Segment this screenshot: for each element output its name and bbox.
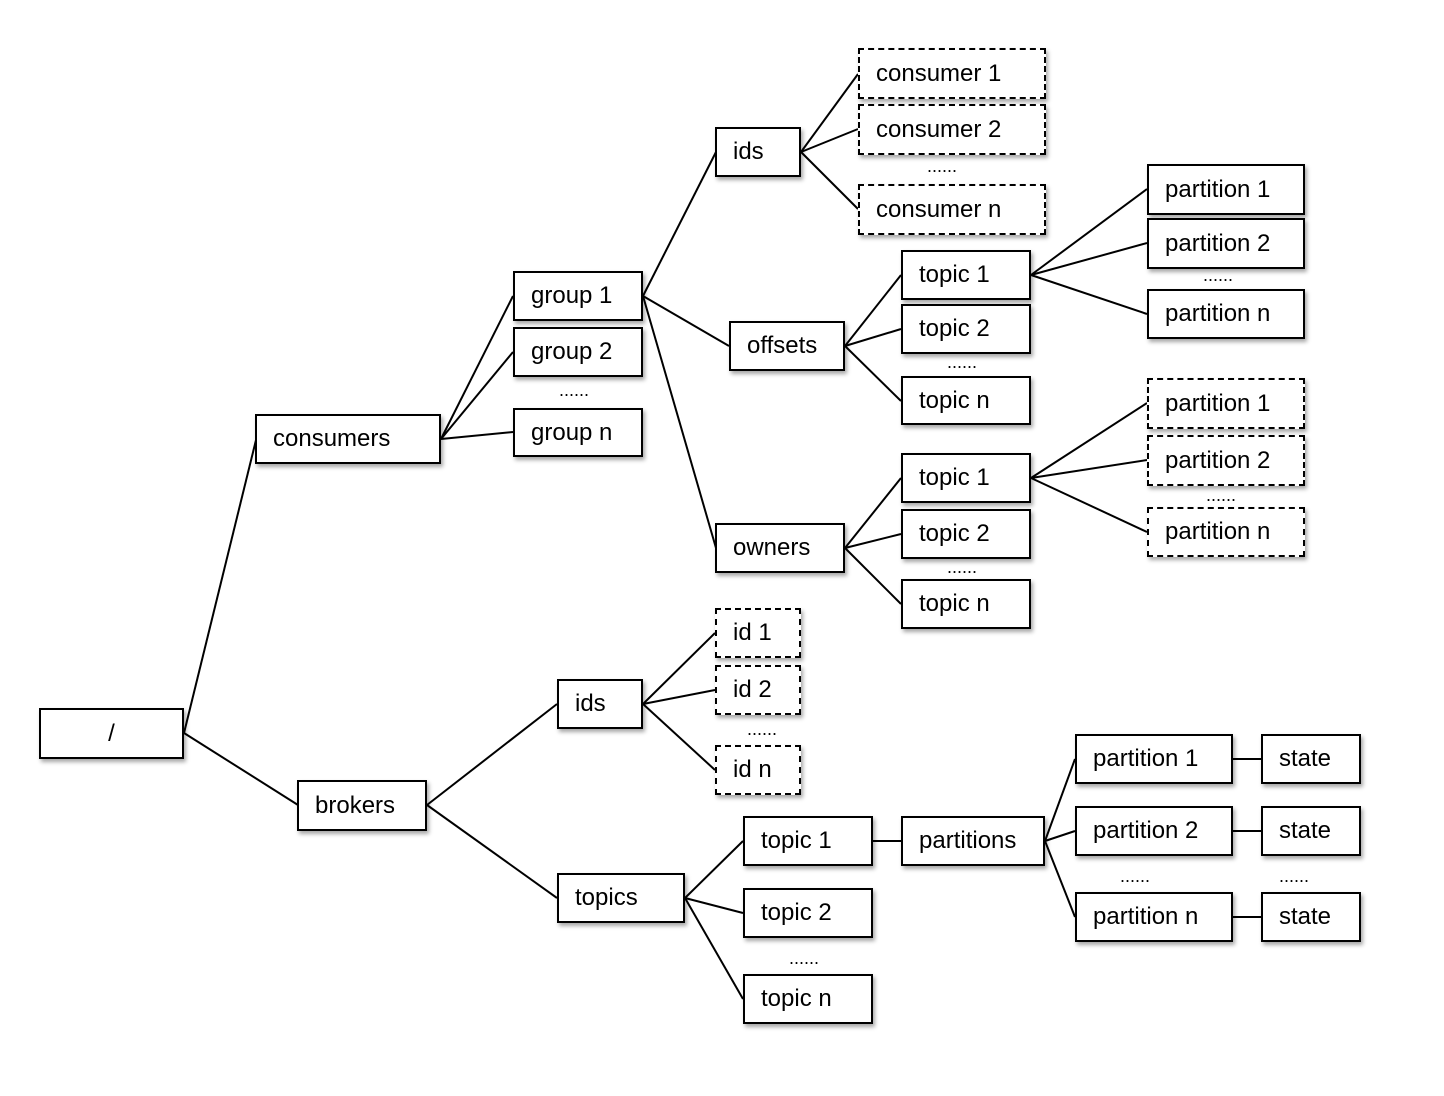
node-owners-partition-n: partition n [1147, 507, 1305, 557]
ellipsis-broker-partitions: ...... [1120, 866, 1151, 886]
node-offsets-partition-1: partition 1 [1147, 164, 1305, 215]
node-broker-topic-1: topic 1 [743, 816, 873, 866]
ellipsis-groups: ...... [559, 380, 590, 400]
node-broker-partition-1: partition 1 [1075, 734, 1233, 784]
ellipsis-broker-topics: ...... [789, 948, 820, 968]
node-owners-topic-n: topic n [901, 579, 1031, 629]
node-partitions: partitions [901, 816, 1045, 866]
ellipsis-states: ...... [1279, 866, 1310, 886]
node-state-n: state [1261, 892, 1361, 942]
node-consumer-n: consumer n [858, 184, 1046, 235]
node-consumer-ids: ids [715, 127, 801, 177]
node-offsets-topic-n: topic n [901, 376, 1031, 425]
node-offsets-topic-1: topic 1 [901, 250, 1031, 300]
node-owners-topic-1: topic 1 [901, 453, 1031, 503]
ellipsis-consumers: ...... [927, 156, 958, 176]
node-broker-partition-2: partition 2 [1075, 806, 1233, 856]
node-offsets: offsets [729, 321, 845, 371]
node-owners-topic-2: topic 2 [901, 509, 1031, 559]
node-broker-partition-n: partition n [1075, 892, 1233, 942]
node-consumer-2: consumer 2 [858, 104, 1046, 155]
node-brokers: brokers [297, 780, 427, 831]
node-broker-ids: ids [557, 679, 643, 729]
node-id-2: id 2 [715, 665, 801, 715]
node-consumer-1: consumer 1 [858, 48, 1046, 99]
node-broker-topic-n: topic n [743, 974, 873, 1024]
node-state-2: state [1261, 806, 1361, 856]
ellipsis-ids: ...... [747, 719, 778, 739]
node-id-n: id n [715, 745, 801, 795]
node-broker-topic-2: topic 2 [743, 888, 873, 938]
node-state-1: state [1261, 734, 1361, 784]
ellipsis-offsets-partitions: ...... [1203, 265, 1234, 285]
node-group-n: group n [513, 408, 643, 457]
node-group-2: group 2 [513, 327, 643, 377]
node-consumers: consumers [255, 414, 441, 464]
node-owners-partition-2: partition 2 [1147, 435, 1305, 486]
node-group-1: group 1 [513, 271, 643, 321]
node-id-1: id 1 [715, 608, 801, 658]
node-offsets-topic-2: topic 2 [901, 304, 1031, 354]
ellipsis-owners-partitions: ...... [1206, 485, 1237, 505]
ellipsis-owners-topics: ...... [947, 557, 978, 577]
node-owners: owners [715, 523, 845, 573]
node-offsets-partition-2: partition 2 [1147, 218, 1305, 269]
node-topics: topics [557, 873, 685, 923]
ellipsis-offsets-topics: ...... [947, 352, 978, 372]
node-root: / [39, 708, 184, 759]
node-offsets-partition-n: partition n [1147, 289, 1305, 339]
node-owners-partition-1: partition 1 [1147, 378, 1305, 429]
